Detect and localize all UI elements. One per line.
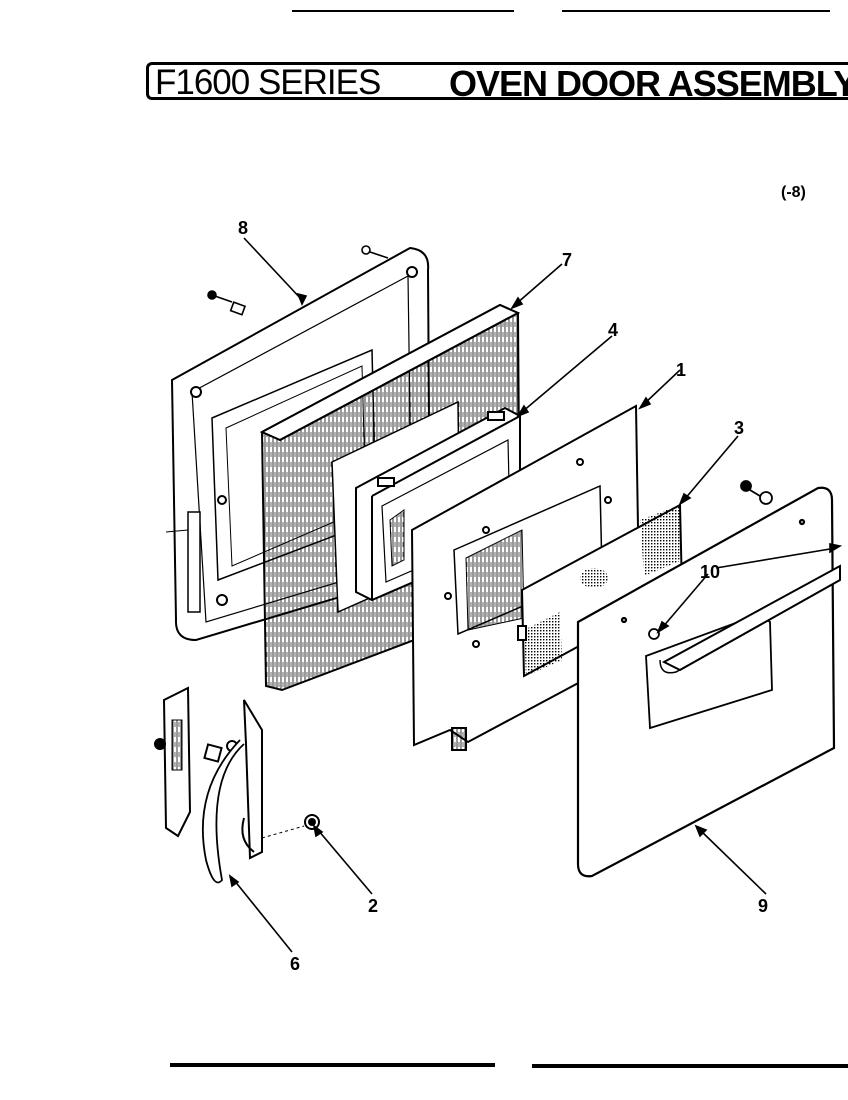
door-hinge [154, 686, 263, 884]
top-rule-left [292, 10, 514, 12]
callout-4: 4 [608, 320, 618, 340]
frame-screws [207, 245, 389, 316]
assembly-title: OVEN DOOR ASSEMBLY [449, 63, 848, 100]
screen-mesh [517, 503, 684, 678]
bottom-rule-left [170, 1063, 495, 1067]
bottom-rule-right [532, 1064, 848, 1068]
top-rule-right [562, 10, 830, 12]
callout-8: 8 [238, 218, 248, 238]
leader-lines [228, 237, 843, 953]
callout-10: 10 [700, 562, 720, 582]
callout-1: 1 [676, 360, 686, 380]
hinge-screw [261, 814, 320, 839]
callout-7: 7 [562, 250, 572, 270]
panel-screws [740, 480, 773, 505]
callout-2: 2 [368, 896, 378, 916]
revision-code: (-8) [781, 184, 806, 201]
left-leader [165, 529, 189, 533]
callout-6: 6 [290, 954, 300, 974]
callout-3: 3 [734, 418, 744, 438]
series-title: F1600 SERIES [155, 63, 381, 100]
title-banner: F1600 SERIES OVEN DOOR ASSEMBLY [146, 62, 848, 100]
outer-door-panel [576, 486, 841, 878]
callout-9: 9 [758, 896, 768, 916]
